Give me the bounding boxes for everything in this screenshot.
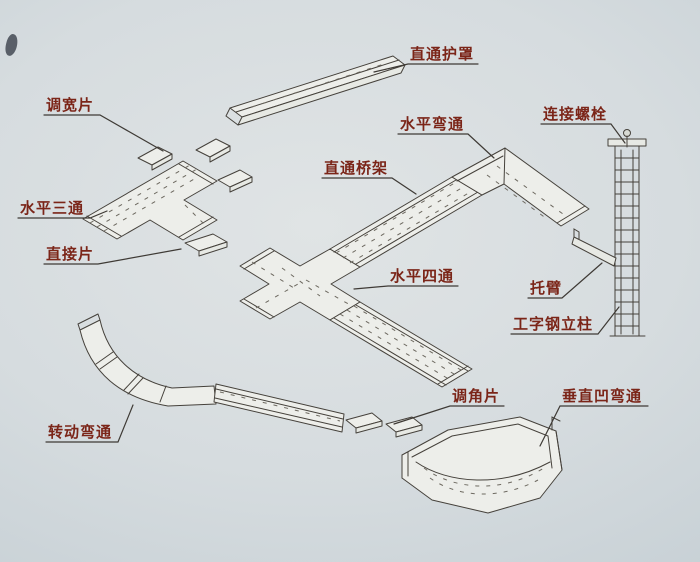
label-connecting-bolt: 连接螺栓 <box>543 105 607 123</box>
straight-cover-hatch <box>251 63 385 108</box>
label-i-beam-column: 工字钢立柱 <box>513 315 593 333</box>
horizontal-bend-seams <box>456 147 586 224</box>
label-direct-piece: 直接片 <box>46 245 94 263</box>
angle-adjust-piece-shape <box>345 412 423 438</box>
angle-piece-2-flange <box>395 424 423 438</box>
rotating-bend-body <box>79 319 217 407</box>
bottom-tray-run-shape <box>329 301 473 388</box>
i-beam-column-shape <box>571 129 647 337</box>
leader-bracket-arm <box>527 262 603 299</box>
bottom-tray-rails <box>333 304 469 386</box>
horizontal-tee-body <box>82 160 218 241</box>
vertical-bend-lines <box>401 416 563 481</box>
vertical-concave-bend-shape <box>401 416 563 514</box>
leader-i-beam-column <box>510 306 620 335</box>
straight-cover-shape <box>225 55 406 126</box>
straight-tray-body <box>329 176 483 268</box>
lower-straight-hatch <box>219 391 341 422</box>
width-adjust-piece-shape <box>137 138 253 193</box>
labels: 直通护罩 调宽片 水平三通 直接片 水平弯通 连接螺栓 直通桥架 水平四通 托臂… <box>20 45 642 441</box>
leader-straight-cover <box>373 63 479 73</box>
straight-tray-shape <box>329 176 483 268</box>
label-bracket-arm: 托臂 <box>530 279 562 297</box>
leader-vertical-concave-bend <box>539 405 649 447</box>
connecting-bolt-head <box>623 129 631 137</box>
label-straight-tray: 直通桥架 <box>324 159 388 177</box>
column-rungs <box>614 157 640 327</box>
horizontal-cross-hatch <box>251 261 353 309</box>
direct-piece-shape <box>184 233 228 257</box>
straight-cover-flange <box>237 64 406 126</box>
leader-connecting-bolt <box>540 123 626 144</box>
direct-piece-flange <box>198 241 228 257</box>
width-adjust-piece-2-flange <box>209 145 231 163</box>
straight-tray-rails <box>333 179 479 265</box>
bottom-tray-body <box>329 301 473 388</box>
leader-angle-adjust-piece <box>393 405 505 425</box>
horizontal-tee-hatch <box>89 164 206 232</box>
leader-straight-tray <box>321 177 417 195</box>
label-angle-adjust-piece: 调角片 <box>452 387 500 405</box>
rotating-bend-shape <box>77 313 217 407</box>
leader-horizontal-tee <box>17 210 108 219</box>
vertical-bend-hatch <box>423 467 545 495</box>
horizontal-bend-hatch <box>486 165 564 220</box>
label-horizontal-tee: 水平三通 <box>20 199 84 217</box>
column-rails <box>609 145 646 337</box>
bracket-arm-lip <box>573 228 580 240</box>
rotating-bend-joints <box>77 313 167 403</box>
horizontal-tee-flanges <box>86 163 214 238</box>
horizontal-bend-body <box>451 147 590 227</box>
vertical-bend-body <box>401 416 563 514</box>
bracket-arm-body <box>571 236 617 267</box>
width-adjust-piece-1-flange <box>151 153 173 171</box>
straight-tray-hatch <box>335 180 473 264</box>
leader-width-adjust-piece <box>43 114 164 152</box>
leader-horizontal-bend <box>397 133 495 159</box>
leader-lines <box>17 63 649 447</box>
label-straight-cover: 直通护罩 <box>410 45 474 63</box>
label-width-adjust-piece: 调宽片 <box>46 96 94 114</box>
width-adjust-piece-3-flange <box>229 176 253 193</box>
lower-straight-body <box>213 383 345 433</box>
horizontal-tee-shape <box>82 160 218 241</box>
leader-rotating-bend <box>45 404 134 443</box>
label-rotating-bend: 转动弯通 <box>48 423 112 441</box>
horizontal-cross-flanges <box>243 250 275 318</box>
horizontal-cross-shape <box>239 247 361 321</box>
lower-straight-rails <box>214 388 344 428</box>
leader-direct-piece <box>43 248 182 265</box>
horizontal-cross-body <box>239 247 361 321</box>
horizontal-bend-shape <box>451 147 590 227</box>
angle-piece-1-flange <box>355 420 383 434</box>
label-horizontal-cross: 水平四通 <box>390 267 454 285</box>
label-horizontal-bend: 水平弯通 <box>400 115 464 133</box>
label-vertical-concave-bend: 垂直凹弯通 <box>562 387 642 405</box>
lower-straight-piece-shape <box>213 383 345 433</box>
leader-horizontal-cross <box>353 285 459 290</box>
